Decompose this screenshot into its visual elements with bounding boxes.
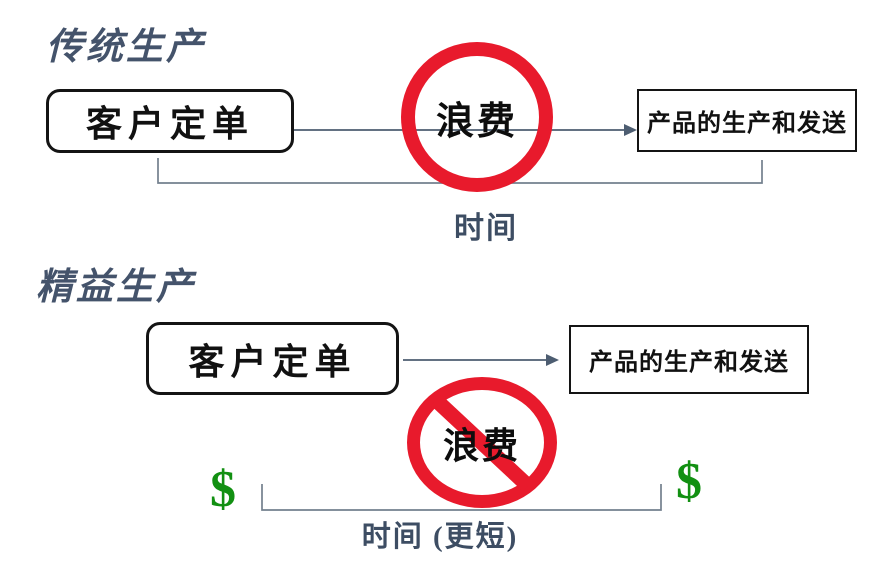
lean-time-label: 时间 (更短) <box>361 521 519 553</box>
traditional-waste-circle-icon: 浪费 <box>401 42 553 192</box>
lean-flow-arrowhead-icon <box>546 354 559 366</box>
dollar-icon-right: $ <box>676 453 702 510</box>
traditional-customer-order-label: 客户定单 <box>85 104 254 144</box>
lean-customer-order-box: 客户定单 <box>146 322 399 395</box>
lean-time-bracket <box>261 484 662 511</box>
traditional-waste-label: 浪费 <box>435 100 518 143</box>
lean-waste-label: 浪费 <box>442 425 521 466</box>
lean-no-waste-prohibition-icon: 浪费 <box>407 377 557 508</box>
traditional-flow-arrowhead-icon <box>624 124 637 136</box>
traditional-production-label: 产品的生产和发送 <box>647 111 847 137</box>
lean-customer-order-label: 客户定单 <box>188 341 357 382</box>
lean-section-title: 精益生产 <box>36 267 196 308</box>
dollar-icon-left: $ <box>210 461 236 518</box>
lean-production-box: 产品的生产和发送 <box>569 325 809 394</box>
traditional-time-label: 时间 <box>454 212 518 245</box>
lean-production-label: 产品的生产和发送 <box>589 350 789 376</box>
traditional-production-box: 产品的生产和发送 <box>637 89 857 152</box>
traditional-customer-order-box: 客户定单 <box>46 89 294 153</box>
traditional-section-title: 传统生产 <box>46 27 206 68</box>
